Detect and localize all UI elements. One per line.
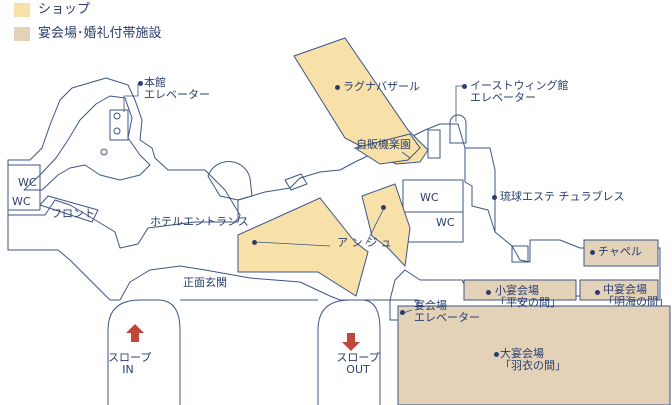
- slope-right: [317, 299, 381, 405]
- small-block: [284, 173, 308, 191]
- legend-shop-swatch: [14, 3, 30, 17]
- leader-anju-2: [365, 207, 385, 245]
- wc-label-1: WC: [18, 176, 37, 189]
- leader-east-elevator: [455, 85, 462, 122]
- anju-label: アンジュ: [337, 236, 396, 249]
- elevator-dot-1: [113, 112, 121, 120]
- anju-dot: [252, 240, 257, 245]
- medium-banquet-label: 中宴会場 「明海の間」: [603, 283, 669, 308]
- anju-area: [237, 197, 369, 297]
- leader-vending: [401, 151, 411, 159]
- main-elevator-label: 本館 エレベーター: [144, 76, 210, 101]
- slope-left: [107, 299, 181, 405]
- large-banquet-label: 大宴会場 「羽衣の間」: [500, 347, 566, 372]
- small-banquet-label: 小宴会場 「平安の間」: [495, 284, 561, 309]
- elevator-dot-2: [113, 127, 121, 135]
- front-desk: [39, 195, 99, 223]
- wc-label-3: WC: [420, 191, 439, 204]
- ryukyu-block: [465, 147, 496, 232]
- slope-in-arrow: [126, 324, 144, 342]
- north-wing-outline: [7, 77, 241, 249]
- laguna-bazaar-area: [293, 37, 429, 165]
- east-elevator-shaft: [427, 129, 441, 159]
- east-elevator-dot: [462, 84, 467, 89]
- anju-dot-2: [381, 205, 386, 210]
- vending-area: [353, 133, 421, 165]
- legend-banquet-swatch: [14, 27, 30, 41]
- inner-corridor: [23, 95, 151, 191]
- small-banquet-dot: [486, 290, 491, 295]
- wc-left-box: [7, 164, 41, 211]
- laguna-dot: [335, 85, 340, 90]
- vending-label: 自販機楽園: [356, 138, 411, 151]
- banquet-elevator-label: 宴会場 エレベーター: [414, 299, 480, 324]
- chapel-area: [583, 239, 659, 267]
- stair-box: [511, 245, 529, 263]
- main-elevator-box: [109, 109, 129, 141]
- ryukyu-label: 琉球エステ チュラブレス: [500, 190, 625, 203]
- east-elevator-round: [449, 114, 467, 144]
- slope-out-label: スロープ OUT: [336, 351, 380, 376]
- round-tower: [207, 160, 253, 201]
- medium-banquet-area: [579, 279, 659, 301]
- ryukyu-dot: [492, 195, 497, 200]
- anju-area-2: [361, 183, 411, 268]
- front-label: フロント: [51, 207, 95, 220]
- wc-label-4: WC: [436, 216, 455, 229]
- legend-banquet-label: 宴会場･婚礼付帯施設: [38, 26, 162, 41]
- medium-banquet-dot: [595, 290, 600, 295]
- main-elevator-dot: [138, 81, 143, 86]
- wc-label-2: WC: [12, 195, 31, 208]
- hotel-entrance-label: ホテルエントランス: [150, 215, 249, 228]
- arrow-marks: [126, 324, 360, 351]
- elevator-dot-3: [100, 148, 108, 156]
- slope-in-label: スロープ IN: [108, 351, 152, 376]
- chapel-label: チャペル: [598, 245, 642, 258]
- slope-out-arrow: [342, 333, 360, 351]
- leader-anju: [255, 241, 331, 247]
- small-banquet-area: [463, 279, 577, 301]
- leader-main-elevator: [123, 84, 139, 112]
- wc-center: [402, 179, 464, 243]
- laguna-label: ラグナバザール: [343, 80, 420, 93]
- main-entrance-label: 正面玄関: [183, 276, 227, 289]
- east-elevator-label: イーストウィング館 エレベーター: [470, 79, 569, 104]
- large-banquet-area: [397, 305, 671, 405]
- banquet-elevator-dot: [400, 310, 405, 315]
- legend-shop-label: ショップ: [38, 2, 91, 17]
- chapel-dot: [590, 250, 595, 255]
- large-banquet-dot: [494, 352, 499, 357]
